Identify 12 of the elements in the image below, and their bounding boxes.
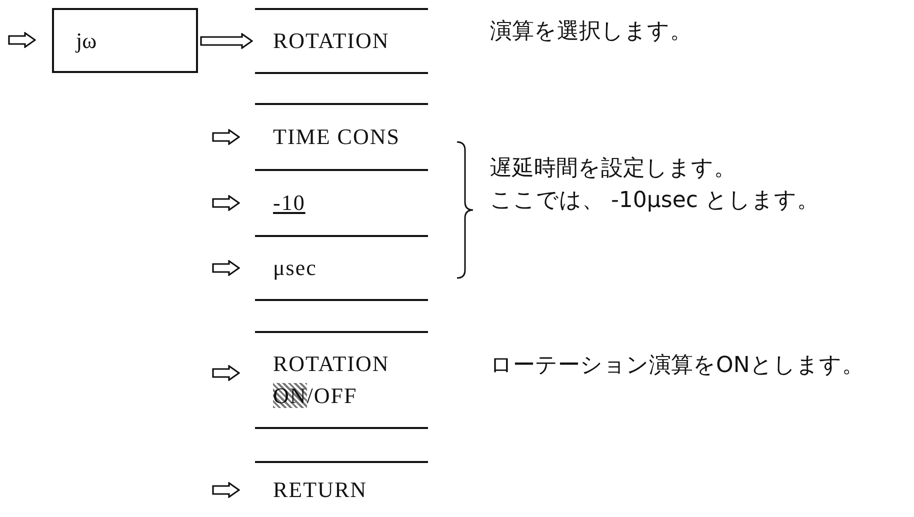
note-text: 演算を選択します。 — [490, 18, 692, 46]
arrow — [200, 33, 253, 49]
softkey-label: RETURN — [255, 461, 428, 517]
softkey-label: -10 — [255, 169, 428, 237]
note-text: 遅延時間を設定します。 — [490, 155, 736, 183]
softkey-label: TIME CONS — [255, 103, 428, 171]
softkey-label: μsec — [255, 235, 428, 301]
softkey-label: ROTATION ON/OFF — [255, 331, 428, 429]
note-text: ローテーション演算をONとします。 — [490, 352, 864, 380]
key-box: jω — [52, 8, 198, 73]
note-text: ここでは、 -10μsec とします。 — [490, 187, 820, 215]
softkey-label: ROTATION — [255, 8, 428, 74]
